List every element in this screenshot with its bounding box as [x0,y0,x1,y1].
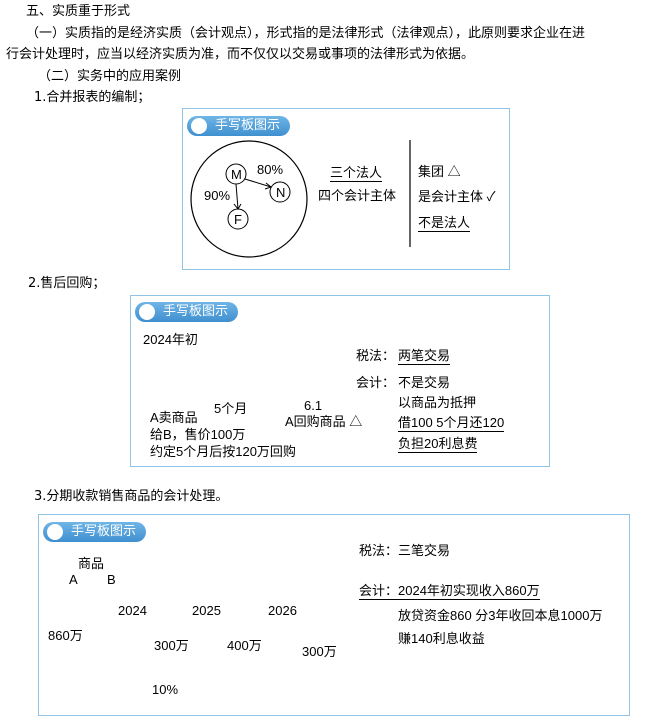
sale-line-1: A卖商品 [150,410,198,425]
acc-line-2: 以商品为抵押 [398,395,477,410]
year-2024: 2024 [118,603,147,618]
rate-label: 10% [152,682,179,697]
tax-value: 两笔交易 [398,348,451,365]
goods-label: 商品 [78,556,105,571]
four-accounting-entities: 四个会计主体 [318,188,397,203]
acc-line-1: 不是交易 [398,375,451,390]
period-label: 5个月 [214,401,248,416]
pct-m-n: 80% [257,162,284,177]
case1-whiteboard-label: 手写板图示 [187,116,291,136]
group-circle [190,140,308,258]
case1-title: 1.合并报表的编制； [34,90,151,105]
node-f: F [234,212,242,227]
acc-line-3: 借100 5个月还120 [398,415,505,432]
party-a: A [69,572,78,587]
group-label: 集团 △ [418,164,461,179]
case3-whiteboard-label: 手写板图示 [43,522,147,542]
amount-860: 860万 [48,628,83,643]
node-m: M [231,167,242,182]
c3-acc-line-1: 会计：2024年初实现收入860万 [359,583,540,600]
arrow-m-f [235,183,239,210]
section-heading: 五、实质重于形式 [26,4,131,19]
amount-300-b: 300万 [302,644,337,659]
not-legal-person: 不是法人 [418,215,471,232]
repurchase-label: A回购商品 △ [285,414,363,429]
sale-line-3: 约定5个月后按120万回购 [150,444,296,459]
case2-whiteboard-label: 手写板图示 [135,302,239,322]
case2-box: 手写板图示 [130,295,550,467]
pen-icon [139,304,155,320]
subheading-cases: （二）实务中的应用案例 [38,69,182,84]
pct-m-f: 90% [204,188,231,203]
case3-box: 手写板图示 [38,514,630,716]
year-2025: 2025 [192,603,221,618]
year-2026: 2026 [268,603,297,618]
sale-line-2: 给B，售价100万 [150,427,246,442]
party-b: B [107,572,116,587]
principle-line-1: （一）实质指的是经济实质（会计观点），形式指的是法律形式（法律观点），此原则要求… [26,26,586,41]
principle-line-2: 行会计处理时，应当以经济实质为准，而不仅仅以交易或事项的法律形式为依据。 [6,47,475,62]
amount-400: 400万 [227,638,262,653]
case2-title: 2.售后回购； [28,276,106,291]
pen-icon [47,524,63,540]
start-date: 2024年初 [143,332,198,347]
c3-acc-line-3: 赚140利息收益 [398,631,485,646]
acc-label: 会计： [356,375,396,390]
arrow-m-n [244,178,272,188]
node-n: N [276,185,286,200]
c3-acc-line-2: 放贷资金860 分3年收回本息1000万 [398,608,603,623]
amount-300-a: 300万 [154,638,189,653]
three-legal-entities: 三个法人 [330,165,383,182]
acc-line-4: 负担20利息费 [398,436,478,453]
node-n-circle [269,181,291,203]
end-date: 6.1 [304,398,323,413]
is-accounting-entity: 是会计主体 ✓ [418,189,496,204]
pen-icon [191,118,207,134]
c3-tax-line: 税法：三笔交易 [359,543,451,558]
case3-title: 3.分期收款销售商品的会计处理。 [34,489,229,504]
tax-label: 税法： [356,348,396,363]
